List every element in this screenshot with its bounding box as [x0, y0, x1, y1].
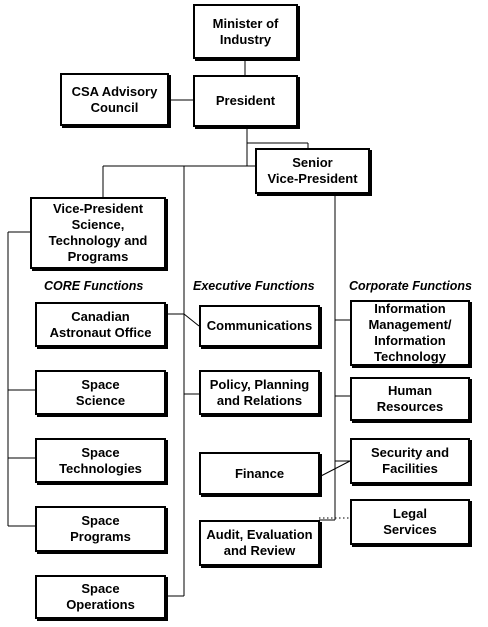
finance-box: Finance	[199, 452, 320, 495]
human-resources-box: Human Resources	[350, 377, 470, 421]
canadian-astronaut-office-box: Canadian Astronaut Office	[35, 302, 166, 347]
space-operations-box: Space Operations	[35, 575, 166, 619]
minister-of-industry-box: Minister of Industry	[193, 4, 298, 59]
executive-functions-heading: Executive Functions	[193, 279, 315, 293]
legal-services-box: Legal Services	[350, 499, 470, 545]
vp-science-technology-programs-box: Vice-President Science, Technology and P…	[30, 197, 166, 269]
connector-finance	[318, 460, 351, 478]
csa-advisory-council-box: CSA Advisory Council	[60, 73, 169, 126]
core-functions-heading: CORE Functions	[44, 279, 144, 293]
space-technologies-box: Space Technologies	[35, 438, 166, 483]
corporate-functions-heading: Corporate Functions	[349, 279, 472, 293]
space-programs-box: Space Programs	[35, 506, 166, 552]
connector-astronaut-comm	[183, 313, 200, 327]
communications-box: Communications	[199, 305, 320, 347]
space-science-box: Space Science	[35, 370, 166, 415]
president-box: President	[193, 75, 298, 127]
security-and-facilities-box: Security and Facilities	[350, 438, 470, 484]
policy-planning-relations-box: Policy, Planning and Relations	[199, 370, 320, 415]
audit-evaluation-review-box: Audit, Evaluation and Review	[199, 520, 320, 566]
senior-vice-president-box: Senior Vice-President	[255, 148, 370, 194]
information-management-technology-box: Information Management/ Information Tech…	[350, 300, 470, 366]
